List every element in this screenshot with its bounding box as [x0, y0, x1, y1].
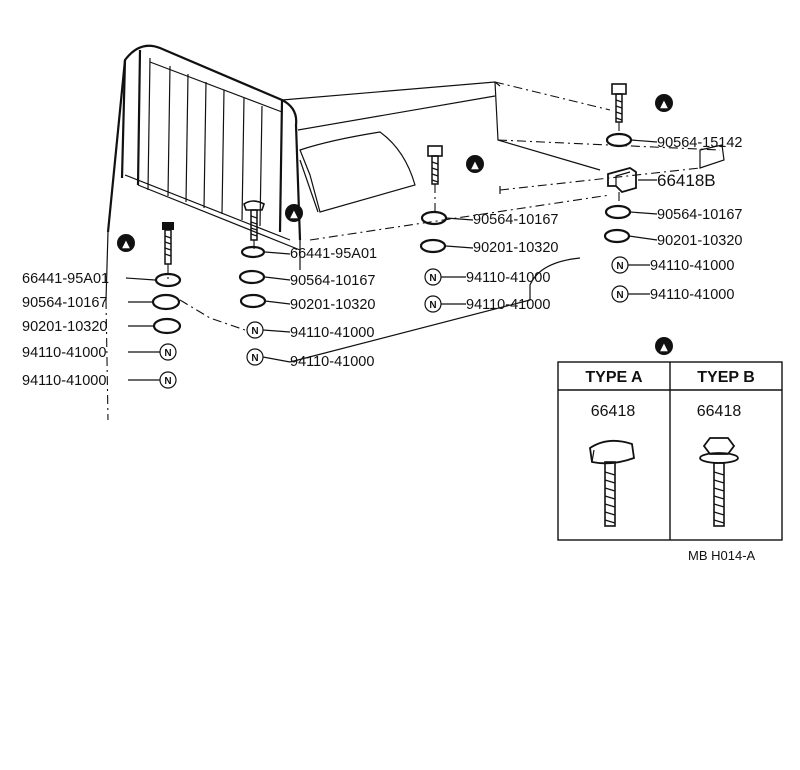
callout-label: 94110-41000: [22, 345, 106, 361]
callout-label: 94110-41000: [22, 373, 106, 389]
svg-text:N: N: [616, 290, 623, 301]
svg-text:▲: ▲: [660, 99, 668, 110]
washer-icon: [420, 210, 448, 226]
clip-icon: [154, 272, 182, 288]
callout-label: 94110-41000: [466, 270, 550, 286]
marker-icon: [655, 94, 673, 112]
callout-label: 90564-15142: [657, 135, 742, 151]
callout-label: 90201-10320: [657, 233, 742, 249]
fastener-group-3: ▲ N N 90564-10167 90201-10320 94110-4100…: [289, 145, 581, 363]
bracket-icon: [607, 167, 637, 194]
washer-icon: [603, 228, 631, 244]
marker-icon: [655, 337, 673, 355]
washer-icon: [238, 269, 266, 285]
callout-label: 94110-41000: [290, 354, 374, 370]
svg-text:N: N: [251, 326, 258, 337]
callout-label: 90564-10167: [290, 273, 375, 289]
svg-text:N: N: [616, 261, 623, 272]
svg-text:N: N: [429, 273, 436, 284]
svg-text:N: N: [251, 353, 258, 364]
bolt-type-table: ▲ TYPE A TYEP B 66418 66418: [557, 337, 783, 541]
svg-text:N: N: [429, 300, 436, 311]
washer-icon: [239, 293, 267, 309]
type-a-bolt-icon: [589, 439, 635, 527]
callout-label: 66441-95A01: [290, 246, 377, 262]
callout-label: 94110-41000: [290, 325, 374, 341]
svg-text:N: N: [164, 376, 171, 387]
callout-label: 94110-41000: [650, 258, 734, 274]
washer-icon: [604, 204, 632, 220]
svg-text:▲: ▲: [471, 160, 479, 171]
callout-label: 94110-41000: [650, 287, 734, 303]
fastener-group-1: ▲ N N 66441-95A01 90564-10167 90201-1032…: [22, 222, 182, 389]
callout-label: 94110-41000: [466, 297, 550, 313]
table-part-number-a: 66418: [591, 403, 636, 420]
truck-bed-illustration: [105, 44, 725, 421]
washer-icon: [151, 293, 181, 311]
bolt-icon: [427, 145, 443, 185]
table-part-number-b: 66418: [697, 403, 742, 420]
washer-icon: [419, 238, 447, 254]
washer-icon: [605, 132, 633, 148]
callout-label: 90564-10167: [22, 295, 107, 311]
callout-label: 90201-10320: [290, 297, 375, 313]
callout-label: 90201-10320: [22, 319, 107, 335]
callout-label: 90564-10167: [473, 212, 558, 228]
svg-text:▲: ▲: [660, 342, 668, 353]
callout-label: 66418B: [657, 171, 716, 190]
callout-label: 90201-10320: [473, 240, 558, 256]
fastener-group-4: ▲ N N 90564-15142 66418B 90564-10167 902…: [603, 83, 742, 303]
marker-icon: [466, 155, 484, 173]
drawing-code: MB H014-A: [688, 548, 756, 563]
callout-label: 90564-10167: [657, 207, 742, 223]
washer-icon: [152, 317, 182, 335]
marker-icon: [117, 234, 135, 252]
type-b-bolt-icon: [699, 437, 739, 527]
clip-icon: [240, 245, 266, 259]
svg-text:▲: ▲: [290, 209, 298, 220]
svg-text:▲: ▲: [122, 239, 130, 250]
table-header-type-b: TYEP B: [697, 369, 755, 386]
callout-label: 66441-95A01: [22, 271, 109, 287]
bolt-icon: [611, 83, 627, 123]
marker-icon: [285, 204, 303, 222]
bolt-icon: [162, 222, 174, 265]
table-header-type-a: TYPE A: [585, 369, 643, 386]
svg-text:N: N: [164, 348, 171, 359]
fastener-group-2: ▲ N N 66441-95A01 90564-10167 90201-1032…: [179, 200, 377, 370]
